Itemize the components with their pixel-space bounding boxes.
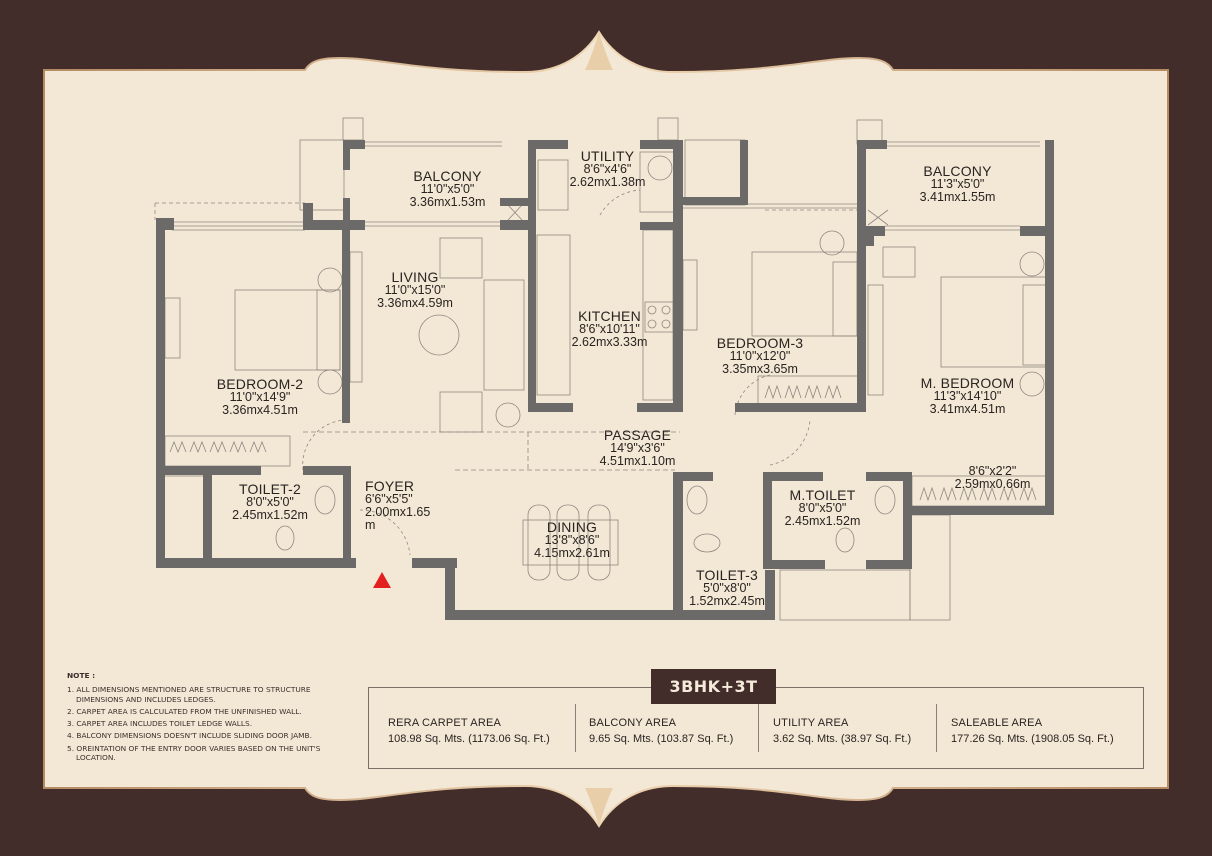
room-dim-metric: 3.36mx4.51m	[222, 403, 298, 418]
area-value: 3.62 Sq. Mts. (38.97 Sq. Ft.)	[773, 732, 912, 745]
room-dim-metric: 1.52mx2.45m	[689, 594, 765, 609]
room-name: DINING	[546, 519, 598, 535]
room-dim-imperial: 11'0"x15'0"	[384, 283, 446, 298]
area-balcony: BALCONY AREA 9.65 Sq. Mts. (103.87 Sq. F…	[589, 716, 733, 756]
room-dim-imperial: 11'0"x14'9"	[229, 390, 291, 405]
divider	[758, 704, 759, 752]
room-dim-imperial: 8'6"x10'11"	[579, 322, 640, 337]
room-dim-imperial: 8'6"x4'6"	[583, 162, 632, 177]
room-name: LIVING	[391, 269, 439, 285]
room-name: BEDROOM-3	[716, 335, 804, 351]
room-dim-metric: 2.45mx1.52m	[232, 508, 308, 523]
room-balcony-right: BALCONY 11'3"x5'0" 3.41mx1.55m	[900, 164, 1015, 204]
room-passage: PASSAGE 14'9"x3'6" 4.51mx1.10m	[585, 428, 690, 468]
room-dim-imperial: 8'0"x5'0"	[246, 495, 294, 510]
room-name: UTILITY	[580, 148, 635, 164]
area-label: SALEABLE AREA	[951, 717, 1043, 729]
room-dim-metric: 3.36mx4.59m	[377, 296, 453, 311]
room-name: BALCONY	[413, 168, 482, 184]
note-item: 4. BALCONY DIMENSIONS DOESN'T INCLUDE SL…	[67, 731, 312, 741]
area-utility: UTILITY AREA 3.62 Sq. Mts. (38.97 Sq. Ft…	[773, 716, 911, 756]
room-dim-metric-suffix: m	[365, 517, 376, 532]
room-dim-metric: 2.62mx3.33m	[571, 335, 648, 350]
room-dim-metric: 4.15mx2.61m	[534, 546, 610, 561]
room-foyer: FOYER 6'6"x5'5" 2.00mx1.65 m	[365, 479, 445, 532]
note-item: 5. OREINTATION OF THE ENTRY DOOR VARIES …	[67, 743, 321, 762]
room-dining: DINING 13'8"x8'6" 4.15mx2.61m	[522, 520, 622, 560]
room-dim-imperial: 11'3"x5'0"	[930, 177, 985, 192]
room-dim-imperial: 13'8"x8'6"	[544, 533, 600, 548]
room-name: KITCHEN	[578, 308, 641, 324]
wardrobe-master: 8'6"x2'2" 2.59mx0.66m	[935, 465, 1050, 491]
room-name: BALCONY	[923, 163, 992, 179]
area-label: UTILITY AREA	[773, 717, 849, 729]
room-dim-metric: 3.41mx1.55m	[919, 190, 996, 205]
area-value: 9.65 Sq. Mts. (103.87 Sq. Ft.)	[589, 732, 734, 745]
wardrobe-dim-metric: 2.59mx0.66m	[954, 476, 1031, 491]
notes-title: NOTE :	[67, 671, 96, 680]
notes-list: 1. ALL DIMENSIONS MENTIONED ARE STRUCTUR…	[67, 685, 357, 762]
room-toilet-2: TOILET-2 8'0"x5'0" 2.45mx1.52m	[220, 482, 320, 522]
area-value: 177.26 Sq. Mts. (1908.05 Sq. Ft.)	[951, 732, 1114, 745]
room-dim-metric: 3.36mx1.53m	[409, 195, 486, 210]
room-dim-imperial: 11'0"x12'0"	[729, 349, 791, 364]
area-saleable: SALEABLE AREA 177.26 Sq. Mts. (1908.05 S…	[951, 716, 1114, 756]
unit-type-badge: 3BHK+3T	[651, 669, 776, 704]
room-balcony-left: BALCONY 11'0"x5'0" 3.36mx1.53m	[385, 169, 510, 209]
room-dim-metric: 3.35mx3.65m	[722, 362, 798, 377]
room-utility: UTILITY 8'6"x4'6" 2.62mx1.38m	[565, 149, 650, 189]
room-dim-imperial: 5'0"x8'0"	[703, 581, 751, 596]
divider	[575, 704, 576, 752]
wardrobe-dim-imperial: 8'6"x2'2"	[968, 464, 1017, 478]
room-dim-imperial: 6'6"x5'5"	[365, 492, 413, 507]
area-summary-box: RERA CARPET AREA 108.98 Sq. Mts. (1173.0…	[368, 687, 1144, 769]
area-label: RERA CARPET AREA	[388, 717, 502, 729]
room-name: FOYER	[365, 478, 415, 494]
room-dim-metric: 2.45mx1.52m	[784, 514, 861, 529]
notes-section: NOTE : 1. ALL DIMENSIONS MENTIONED ARE S…	[67, 671, 357, 765]
room-name: M.TOILET	[789, 487, 856, 503]
room-toilet-3: TOILET-3 5'0"x8'0" 1.52mx2.45m	[682, 568, 772, 608]
room-living: LIVING 11'0"x15'0" 3.36mx4.59m	[365, 270, 465, 310]
room-name: TOILET-3	[695, 567, 759, 583]
divider	[936, 704, 937, 752]
room-name: TOILET-2	[238, 481, 302, 497]
room-master-bedroom: M. BEDROOM 11'3"x14'10" 3.41mx4.51m	[910, 376, 1025, 416]
room-bedroom-3: BEDROOM-3 11'0"x12'0" 3.35mx3.65m	[705, 336, 815, 376]
room-dim-metric: 4.51mx1.10m	[599, 454, 676, 469]
note-item: 3. CARPET AREA INCLUDES TOILET LEDGE WAL…	[67, 719, 253, 728]
note-item: 2. CARPET AREA IS CALCULATED FROM THE UN…	[67, 706, 302, 716]
area-label: BALCONY AREA	[589, 717, 677, 729]
room-dim-metric: 2.62mx1.38m	[569, 175, 646, 190]
area-rera-carpet: RERA CARPET AREA 108.98 Sq. Mts. (1173.0…	[388, 716, 550, 756]
room-master-toilet: M.TOILET 8'0"x5'0" 2.45mx1.52m	[775, 488, 870, 528]
room-dim-imperial: 8'0"x5'0"	[798, 501, 847, 516]
room-dim-imperial: 11'3"x14'10"	[933, 389, 1002, 404]
room-dim-imperial: 11'0"x5'0"	[420, 182, 475, 197]
room-bedroom-2: BEDROOM-2 11'0"x14'9" 3.36mx4.51m	[205, 377, 315, 417]
room-kitchen: KITCHEN 8'6"x10'11" 2.62mx3.33m	[562, 309, 657, 349]
area-value: 108.98 Sq. Mts. (1173.06 Sq. Ft.)	[388, 732, 550, 745]
room-dim-imperial: 14'9"x3'6"	[610, 441, 665, 456]
entry-triangle-icon	[373, 572, 391, 588]
room-name: M. BEDROOM	[920, 375, 1015, 391]
note-item: 1. ALL DIMENSIONS MENTIONED ARE STRUCTUR…	[67, 685, 311, 704]
room-dim-metric: 3.41mx4.51m	[929, 402, 1006, 417]
room-name: PASSAGE	[603, 427, 672, 443]
room-name: BEDROOM-2	[216, 376, 304, 392]
room-dim-metric: 2.00mx1.65	[365, 505, 431, 520]
